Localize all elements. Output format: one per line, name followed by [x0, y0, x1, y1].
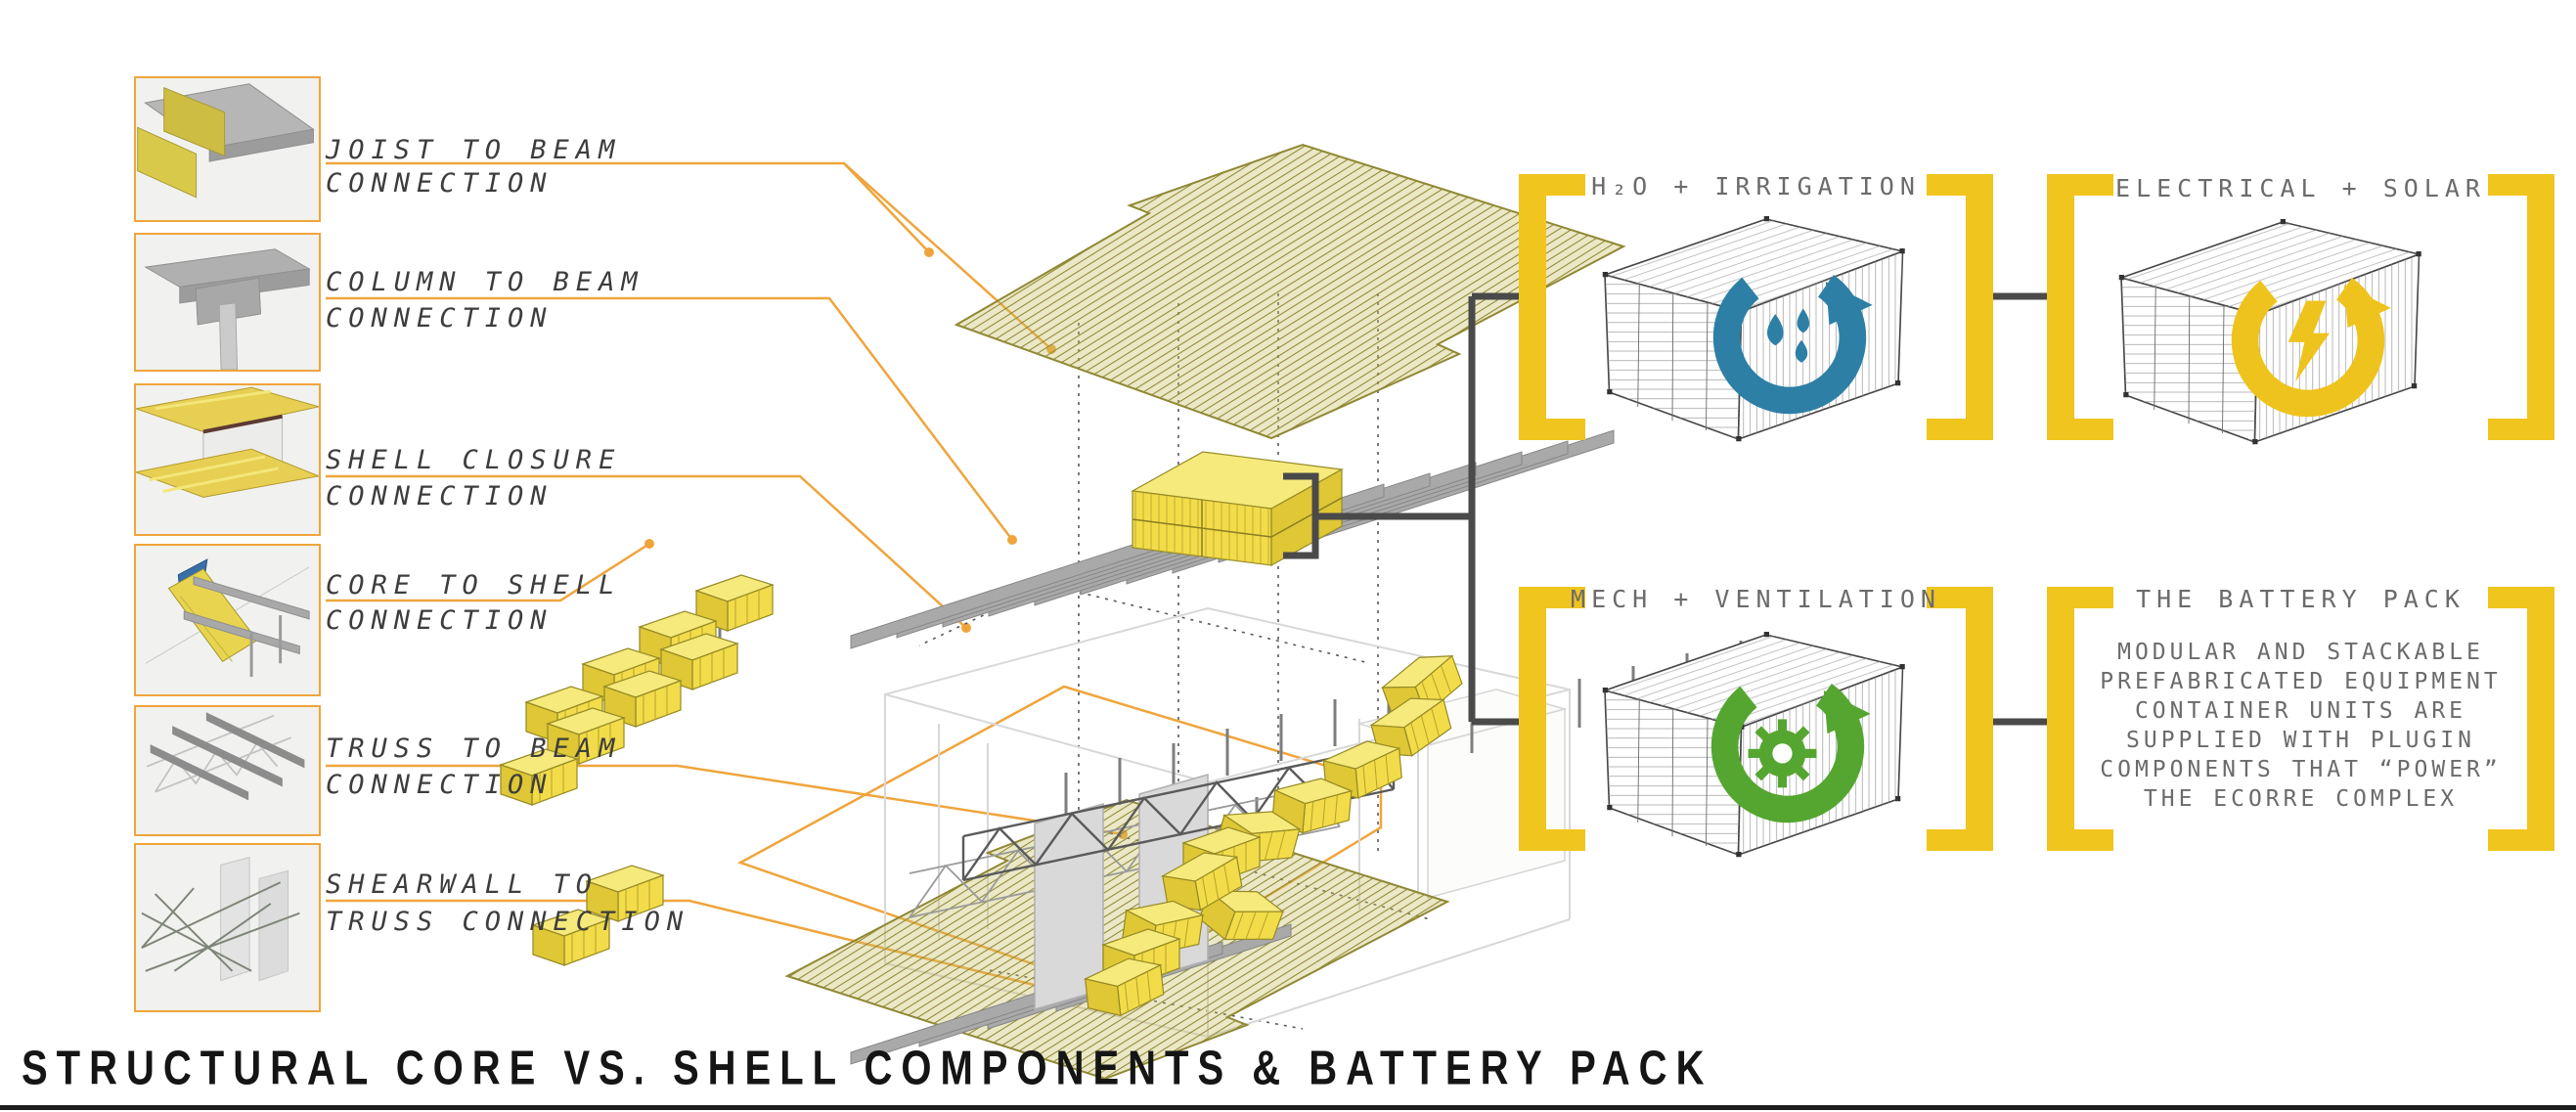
label-joist-to-beam-2: CONNECTION: [326, 168, 554, 199]
bottom-rule: [0, 1105, 2576, 1110]
label-core-to-shell-2: CONNECTION: [326, 605, 554, 636]
battery-pack-text-line: PREFABRICATED EQUIPMENT: [2100, 669, 2502, 694]
truss-to-beam-sketch: [146, 712, 305, 801]
container-h2o: [1601, 215, 1906, 443]
container-mech: [1601, 631, 1906, 859]
thumb-shearwall-to-truss: [134, 843, 321, 1012]
core-module-cluster-left: [500, 574, 774, 966]
label-h2o-irrigation: H₂O + IRRIGATION: [1591, 172, 1921, 200]
battery-pack-text-line: CONTAINER UNITS ARE: [2134, 698, 2467, 724]
container-electrical: [2117, 218, 2422, 446]
thumb-core-to-shell: [134, 544, 321, 696]
battery-pack-text-line: SUPPLIED WITH PLUGIN: [2126, 728, 2475, 753]
battery-pack-text-line: THE ECORRE COMPLEX: [2143, 786, 2459, 812]
label-shearwall-2: TRUSS CONNECTION: [326, 907, 690, 937]
label-shell-closure-1: SHELL CLOSURE: [326, 445, 622, 475]
label-shearwall-1: SHEARWALL TO: [326, 869, 600, 900]
label-joist-to-beam-1: JOIST TO BEAM: [326, 135, 622, 165]
label-column-to-beam-2: CONNECTION: [326, 303, 554, 334]
joist-to-beam-sketch: [137, 83, 315, 199]
label-electrical-solar: ELECTRICAL + SOLAR: [2115, 174, 2486, 202]
core-to-shell-sketch: [145, 558, 310, 678]
container-stack: [1131, 451, 1344, 567]
battery-pack-text-line: COMPONENTS THAT “POWER”: [2100, 757, 2502, 782]
thumb-joist-to-beam: [134, 76, 321, 222]
shell-closure-sketch: [136, 386, 319, 498]
label-battery-pack: THE BATTERY PACK: [2136, 585, 2465, 613]
battery-brackets: [1519, 174, 2554, 851]
label-truss-to-beam-1: TRUSS TO BEAM: [326, 734, 622, 764]
leader-lines: [326, 161, 1383, 998]
label-column-to-beam-1: COLUMN TO BEAM: [326, 267, 644, 297]
label-core-to-shell-1: CORE TO SHELL: [326, 570, 622, 600]
joist-plate-upper: [954, 143, 1626, 440]
thumb-truss-to-beam: [134, 705, 321, 836]
label-mech-ventilation: MECH + VENTILATION: [1571, 585, 1941, 613]
thumb-shell-closure: [134, 383, 321, 536]
thumb-column-to-beam: [134, 233, 321, 372]
label-truss-to-beam-2: CONNECTION: [326, 770, 554, 800]
label-shell-closure-2: CONNECTION: [326, 481, 554, 512]
connector-lines: [1283, 292, 2047, 726]
column-to-beam-sketch: [144, 248, 311, 370]
battery-pack-text-line: MODULAR AND STACKABLE: [2117, 640, 2484, 665]
shearwall-to-truss-sketch: [141, 857, 300, 982]
page-title: STRUCTURAL CORE VS. SHELL COMPONENTS & B…: [22, 1043, 1713, 1095]
